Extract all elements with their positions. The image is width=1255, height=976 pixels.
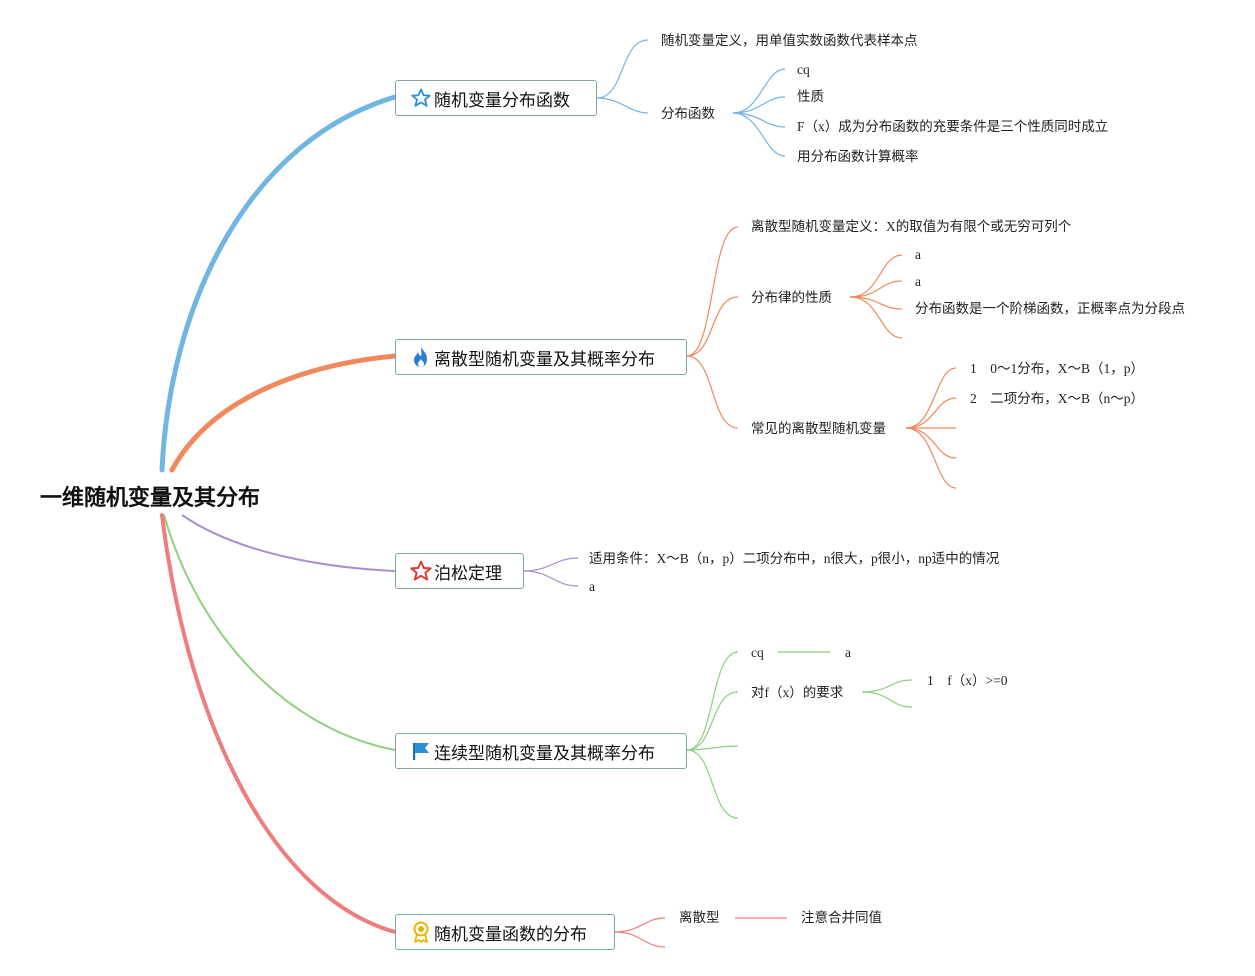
flag-icon	[410, 740, 432, 762]
star-outline-icon	[410, 87, 432, 109]
topic-cq[interactable]: cq	[751, 645, 764, 660]
topic-rv-definition[interactable]: 随机变量定义，用单值实数函数代表样本点	[661, 33, 918, 48]
topic-a[interactable]: a	[915, 274, 921, 289]
branch-function-of-random-variable[interactable]: 随机变量函数的分布	[395, 914, 615, 950]
b2-link-def	[686, 226, 739, 357]
b3-link-a	[523, 570, 579, 587]
topic-poisson-condition[interactable]: 适用条件：X～B（n，p）二项分布中，n很大，p很小，np适中的情况	[589, 551, 1000, 566]
b4-link-e1	[686, 745, 739, 751]
branch-label: 随机变量分布函数	[434, 90, 570, 110]
b2-link-empty1	[849, 296, 903, 339]
b2-link-c4	[905, 427, 957, 459]
star-red-icon	[410, 560, 432, 582]
topic-common-discrete[interactable]: 常见的离散型随机变量	[751, 421, 886, 436]
topic-density-requirement[interactable]: 对f（x）的要求	[751, 685, 844, 700]
topic-step-function[interactable]: 分布函数是一个阶梯函数，正概率点为分段点	[915, 301, 1185, 316]
b1-link-f	[732, 112, 786, 128]
b4-link-req	[686, 691, 739, 751]
b2-link-a2	[849, 280, 903, 298]
medal-icon	[410, 921, 432, 943]
branch-label: 离散型随机变量及其概率分布	[434, 349, 655, 369]
b1-link-prop	[732, 96, 786, 114]
branch-label: 随机变量函数的分布	[434, 924, 587, 944]
b2-link-step	[849, 296, 903, 310]
b2-link-c1	[905, 367, 957, 429]
b1-link-dist	[596, 97, 649, 114]
b4-link-r1	[861, 679, 913, 693]
topic-necessary-sufficient[interactable]: F（x）成为分布函数的充要条件是三个性质同时成立	[797, 119, 1109, 134]
b1-link-cq	[732, 68, 786, 114]
topic-discrete[interactable]: 离散型	[679, 910, 720, 925]
branch-discrete-random-variable[interactable]: 离散型随机变量及其概率分布	[395, 339, 687, 375]
b2-link-c2	[905, 397, 957, 429]
b2-link-law	[686, 296, 739, 357]
topic-pmf-properties[interactable]: 分布律的性质	[751, 290, 832, 305]
branch-random-variable-distribution-function[interactable]: 随机变量分布函数	[395, 80, 597, 116]
b4-link-cq	[686, 651, 739, 751]
topic-properties[interactable]: 性质	[797, 89, 824, 104]
topic-binomial[interactable]: 2 二项分布，X～B（n～p）	[970, 391, 1145, 406]
b4-link-e2	[686, 749, 739, 819]
b1-link-prob	[732, 112, 786, 157]
b2-link-a1	[849, 254, 903, 298]
b1-link-def	[596, 39, 649, 99]
root-link-5	[160, 513, 397, 934]
root-link-2	[169, 353, 398, 473]
topic-merge-equal-values[interactable]: 注意合并同值	[801, 910, 882, 925]
topic-compute-probability[interactable]: 用分布函数计算概率	[797, 149, 919, 164]
b3-link-cond	[523, 557, 579, 572]
topic-cq[interactable]: cq	[797, 62, 810, 77]
topic-a[interactable]: a	[589, 579, 595, 594]
fire-icon	[410, 346, 432, 368]
root-topic[interactable]: 一维随机变量及其分布	[40, 485, 261, 510]
branch-continuous-random-variable[interactable]: 连续型随机变量及其概率分布	[395, 733, 687, 769]
b5-link-discrete	[614, 917, 666, 933]
branch-label: 泊松定理	[434, 563, 502, 583]
root-link-1	[159, 94, 398, 473]
branch-label: 连续型随机变量及其概率分布	[434, 743, 655, 763]
topic-distribution-function[interactable]: 分布函数	[661, 106, 715, 121]
branch-poisson-theorem[interactable]: 泊松定理	[395, 553, 524, 589]
topic-bernoulli[interactable]: 1 0～1分布，X～B（1，p）	[970, 361, 1145, 376]
root-link-3	[181, 514, 396, 572]
topic-nonnegative[interactable]: 1 f（x）>=0	[927, 673, 1008, 688]
b5-link-empty	[614, 931, 666, 948]
topic-a[interactable]: a	[845, 645, 851, 660]
b2-link-c5	[905, 427, 957, 489]
topic-a[interactable]: a	[915, 247, 921, 262]
b2-link-common	[686, 355, 739, 429]
b4-link-r2	[861, 691, 913, 708]
topic-discrete-definition[interactable]: 离散型随机变量定义：X的取值为有限个或无穷可列个	[751, 219, 1072, 234]
root-link-4	[163, 514, 396, 751]
